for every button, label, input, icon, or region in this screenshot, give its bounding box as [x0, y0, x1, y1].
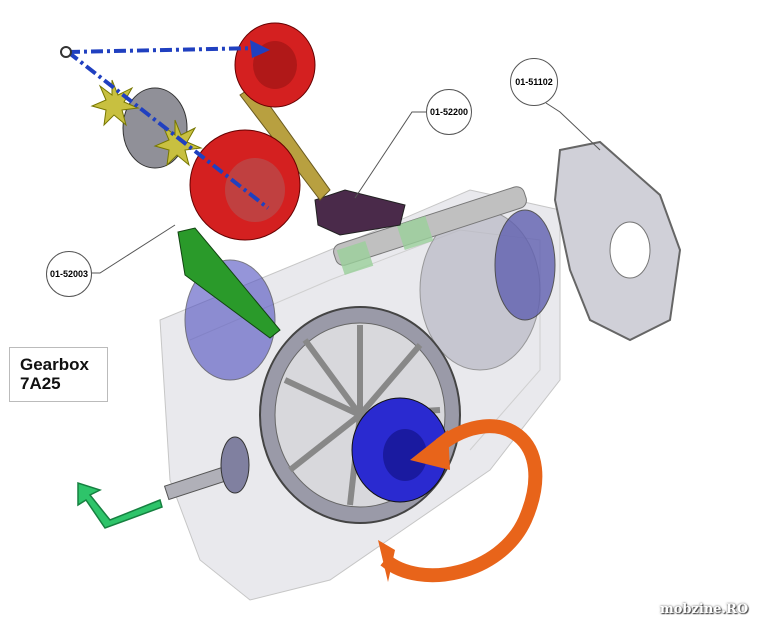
gear-shaft-cluster — [333, 186, 556, 371]
axis-arrowhead — [250, 40, 270, 58]
output-shaft — [163, 436, 250, 501]
red-pump-housing-lower — [189, 129, 301, 241]
axis-origin-ring — [60, 46, 72, 58]
watermark: mobzine.RO — [660, 602, 749, 617]
assembly-axis-lines — [66, 46, 270, 210]
title-line-2: 7A25 — [20, 374, 61, 393]
callout-01-52200: 01-52200 — [426, 89, 472, 135]
rotation-arrow-tail — [378, 540, 395, 582]
red-pump-housing-upper — [234, 22, 316, 108]
green-bracket — [177, 227, 281, 339]
output-direction-arrow — [77, 481, 163, 529]
purple-bracket-block — [314, 189, 406, 236]
callout-01-51102: 01-51102 — [510, 58, 558, 106]
clutch-wheel — [259, 306, 461, 524]
rotation-arrow — [380, 419, 543, 583]
title-line-1: Gearbox — [20, 355, 89, 374]
gearbox-title-box: Gearbox 7A25 — [9, 347, 108, 402]
rotation-arrowhead — [410, 430, 450, 470]
callout-01-52003: 01-52003 — [46, 251, 92, 297]
callout-leader-lines — [90, 102, 601, 274]
